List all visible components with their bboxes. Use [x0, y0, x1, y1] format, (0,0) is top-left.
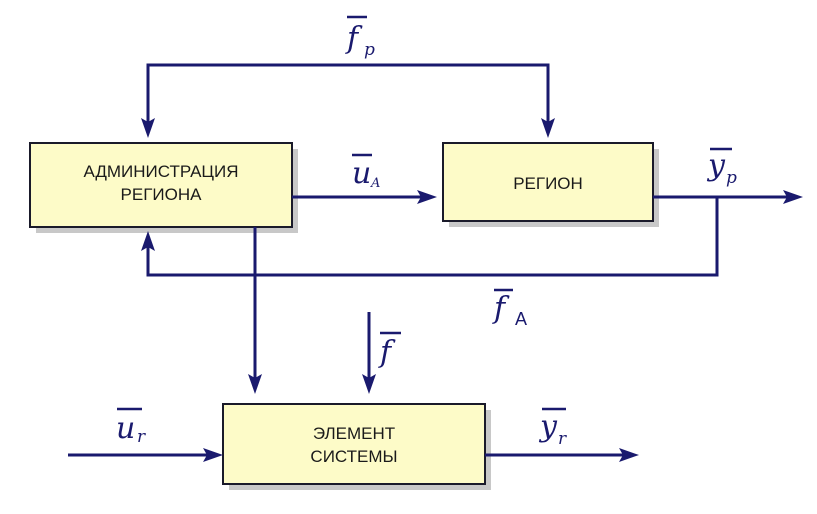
yr-arrowhead [619, 448, 639, 462]
region-block-rect [442, 142, 654, 222]
label-y-r-symbol: y [538, 409, 558, 444]
f-arrowhead [362, 374, 376, 394]
label-f-p-subscript: p [364, 40, 375, 60]
label-y-p: y p [706, 147, 737, 188]
label-y-r: y r [538, 407, 567, 449]
label-u-r-symbol: u [116, 411, 135, 446]
fp-line [146, 63, 550, 128]
label-f-symbol: f [378, 335, 396, 370]
label-u-A-symbol: u [352, 156, 371, 191]
element-block-label-line1: ЭЛЕМЕНТ [313, 424, 395, 443]
label-f: f [378, 331, 401, 370]
label-u-A: u A [352, 153, 380, 191]
label-u-r: u r [116, 407, 146, 447]
ur-arrowhead [203, 448, 223, 462]
admin-block-rect [29, 142, 293, 228]
fA-arrowhead [141, 231, 155, 251]
admin-block: АДМИНИСТРАЦИЯ РЕГИОНА [29, 142, 298, 233]
fp-arrowhead-right [541, 118, 555, 138]
fp-arrowhead-left [141, 118, 155, 138]
fA-line [146, 197, 719, 277]
uA-arrowhead [417, 190, 437, 204]
yp-arrowhead [783, 190, 803, 204]
admin-to-element-arrowhead [248, 374, 262, 394]
label-u-r-subscript: r [137, 427, 146, 447]
label-u-A-subscript: A [370, 176, 380, 191]
element-block: ЭЛЕМЕНТ СИСТЕМЫ [222, 403, 491, 490]
label-f-p-symbol: f [345, 21, 363, 56]
admin-block-label-line2: РЕГИОНА [121, 185, 203, 204]
connections [68, 63, 803, 462]
label-y-p-symbol: y [706, 148, 726, 183]
label-f-A-symbol: f [492, 291, 510, 326]
element-block-label-line2: СИСТЕМЫ [310, 447, 397, 466]
region-block-label: РЕГИОН [513, 174, 583, 193]
region-block: РЕГИОН [442, 142, 659, 227]
element-block-rect [222, 403, 486, 485]
label-y-r-subscript: r [558, 429, 567, 449]
label-f-A: f A [492, 288, 527, 329]
admin-block-label-line1: АДМИНИСТРАЦИЯ [83, 162, 238, 181]
label-y-p-subscript: p [726, 168, 737, 188]
label-f-p: f p [345, 15, 375, 60]
label-f-A-subscript: A [515, 309, 527, 329]
